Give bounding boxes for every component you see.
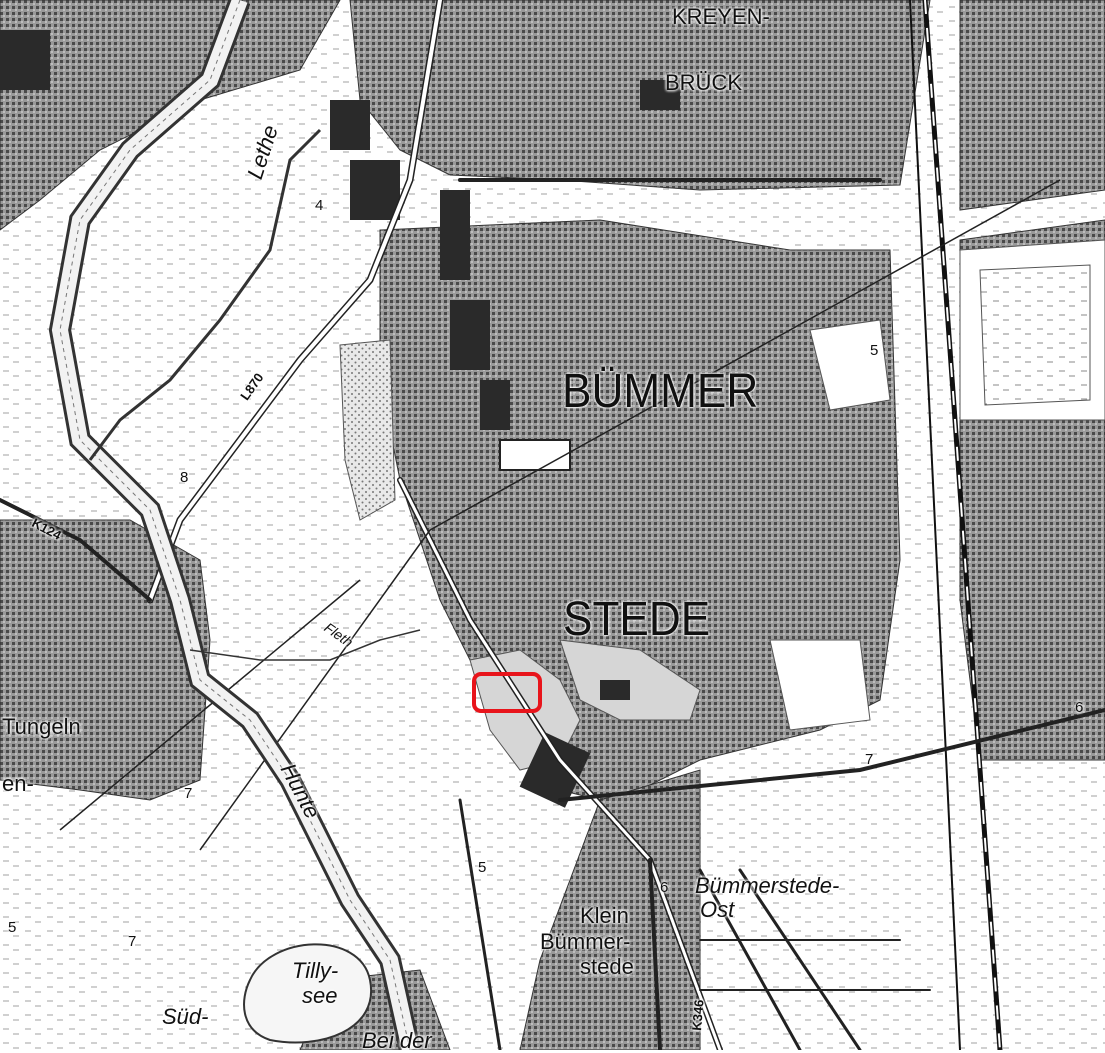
label-kreyen: KREYEN- — [672, 4, 770, 29]
label-bei-der: Bei der — [362, 1028, 432, 1053]
road-south — [648, 858, 662, 1050]
label-klein: Klein — [580, 903, 629, 928]
dotted-area — [339, 339, 396, 521]
label-tillysee-2: see — [302, 983, 338, 1008]
spot-height: 4 — [315, 197, 324, 214]
label-bruck: BRÜCK — [665, 70, 743, 95]
buildings — [0, 30, 680, 808]
highlight-box[interactable] — [472, 672, 542, 713]
river-lethe — [88, 128, 322, 461]
label-sud: Süd- — [162, 1004, 209, 1029]
label-tungeln: Tungeln — [2, 714, 81, 739]
lake-tillysee — [243, 943, 373, 1044]
label-bummerstede-ost-1: Bümmerstede- — [695, 873, 840, 898]
label-stede: STEDE — [563, 593, 711, 646]
spot-height: 6 — [1075, 699, 1084, 716]
spot-height: 6 — [660, 879, 669, 896]
road-k124 — [0, 498, 152, 602]
label-road-k346: K346 — [689, 998, 707, 1032]
open-spaces — [469, 239, 1105, 771]
road-bottom — [558, 708, 1105, 802]
label-stede-small: stede — [580, 954, 634, 979]
railway — [909, 0, 1003, 1050]
spot-height: 7 — [128, 933, 137, 950]
river-hunte — [48, 0, 421, 1050]
spot-height: 5 — [870, 342, 879, 359]
spot-height: 7 — [184, 785, 193, 802]
label-bummerstede-ost-2: Ost — [700, 897, 735, 922]
label-bummer-short: Bümmer- — [540, 929, 631, 954]
urban-area-northeast — [959, 0, 1105, 211]
stream-fleth — [189, 629, 421, 661]
spot-height: 5 — [8, 919, 17, 936]
spot-height: 5 — [478, 859, 487, 876]
label-bummer: BÜMMER — [562, 365, 759, 418]
label-en: en- — [2, 771, 34, 796]
label-tillysee-1: Tilly- — [292, 958, 339, 983]
spot-height: 8 — [180, 469, 189, 486]
power-lines — [59, 179, 1061, 851]
spot-height: 7 — [865, 751, 874, 768]
